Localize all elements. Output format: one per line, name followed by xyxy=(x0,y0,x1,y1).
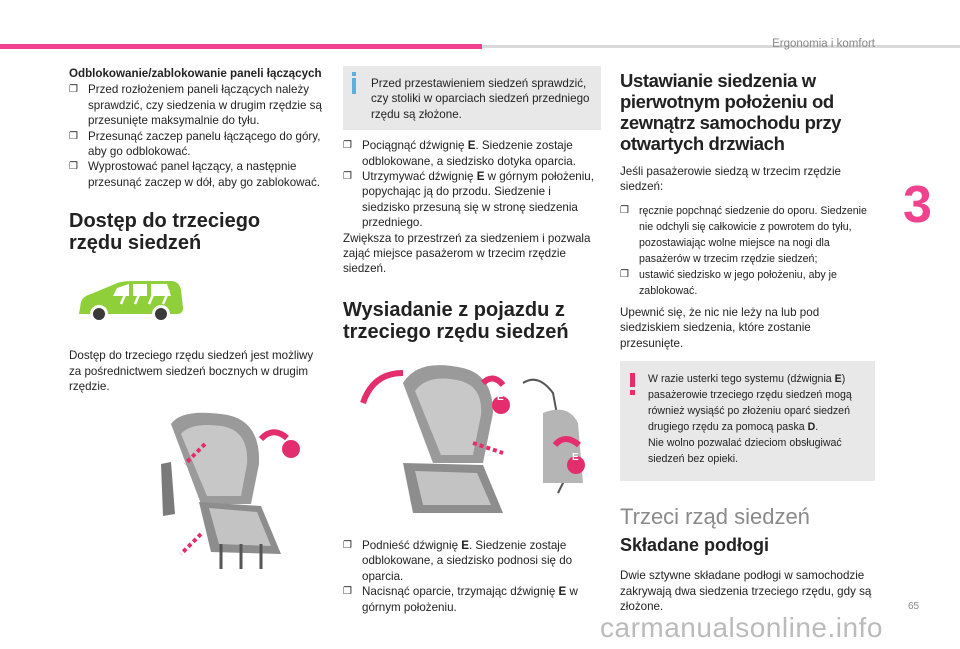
seat-fold-illustration xyxy=(161,413,300,570)
row3-title: Trzeci rząd siedzeń xyxy=(620,504,810,530)
exit-title: Wysiadanie z pojazdu z trzeciego rzędu s… xyxy=(343,298,569,343)
unlock-title: Odblokowanie/zablokowanie paneli łączący… xyxy=(69,67,322,80)
page-number: 65 xyxy=(908,601,920,612)
list-item: ❐Utrzymywać dźwignię E w górnym położeni… xyxy=(343,170,594,230)
list-item: ❐ręcznie popchnąć siedzenie do oporu. Si… xyxy=(620,204,867,265)
reset-after: Upewnić się, że nic nie leży na lub pod … xyxy=(620,305,820,350)
list-item: ❐Przesunąć zaczep panelu łączącego do gó… xyxy=(69,129,321,159)
figure-label: E xyxy=(497,392,504,403)
warning-text-2: Nie wolno pozwalać dzieciom obsługiwać s… xyxy=(648,437,842,466)
floor-title: Składane podłogi xyxy=(620,535,770,556)
watermark: carmanualsonline.info xyxy=(600,612,883,643)
reset-intro: Jeśli pasażerowie siedzą w trzecim rzędz… xyxy=(620,165,842,194)
list-item: ❐Podnieść dźwignię E. Siedzenie zostaje … xyxy=(343,538,573,583)
column-middle: Przed przestawieniem siedzeń sprawdzić, … xyxy=(343,66,601,615)
column-right: Ustawianie siedzenia w pierwotnym położe… xyxy=(620,66,875,615)
header-divider xyxy=(482,45,960,48)
info-icon xyxy=(352,72,356,94)
warning-text: W razie usterki tego systemu (dźwignia E… xyxy=(648,373,852,434)
car-side-icon xyxy=(79,281,183,324)
reset-title: Ustawianie siedzenia w pierwotnym położe… xyxy=(620,70,842,154)
list-item: ❐Przed rozłożeniem paneli łączących nale… xyxy=(69,83,322,128)
warning-icon xyxy=(630,373,635,396)
header-accent-bar xyxy=(0,44,482,49)
section-title: Ergonomia i komfort xyxy=(772,38,875,50)
seat-exit-illustration xyxy=(360,365,585,513)
list-item: ❐ustawić siedzisko w jego położeniu, aby… xyxy=(620,268,837,297)
chapter-number: 3 xyxy=(903,176,932,234)
figure-label: E xyxy=(264,447,271,458)
warning-box: W razie usterki tego systemu (dźwignia E… xyxy=(620,361,875,482)
floor-text: Dwie sztywne składane podłogi w samochod… xyxy=(620,569,872,614)
figure-label: E xyxy=(572,452,579,463)
access-text: Dostęp do trzeciego rzędu siedzeń jest m… xyxy=(69,349,314,394)
info-text: Przed przestawieniem siedzeń sprawdzić, … xyxy=(371,77,590,121)
list-item: ❐Nacisnąć oparcie, trzymając dźwignię E … xyxy=(343,585,578,614)
list-item: ❐Wyprostować panel łączący, a następnie … xyxy=(69,160,321,189)
after-text: Zwiększa to przestrzeń za siedzeniem i p… xyxy=(343,231,591,276)
access-title: Dostęp do trzeciego rzędu siedzeń xyxy=(69,210,261,255)
info-box: Przed przestawieniem siedzeń sprawdzić, … xyxy=(343,66,601,131)
list-item: ❐Pociągnąć dźwignię E. Siedzenie zostaje… xyxy=(343,139,576,168)
column-left: Odblokowanie/zablokowanie paneli łączący… xyxy=(69,66,324,574)
